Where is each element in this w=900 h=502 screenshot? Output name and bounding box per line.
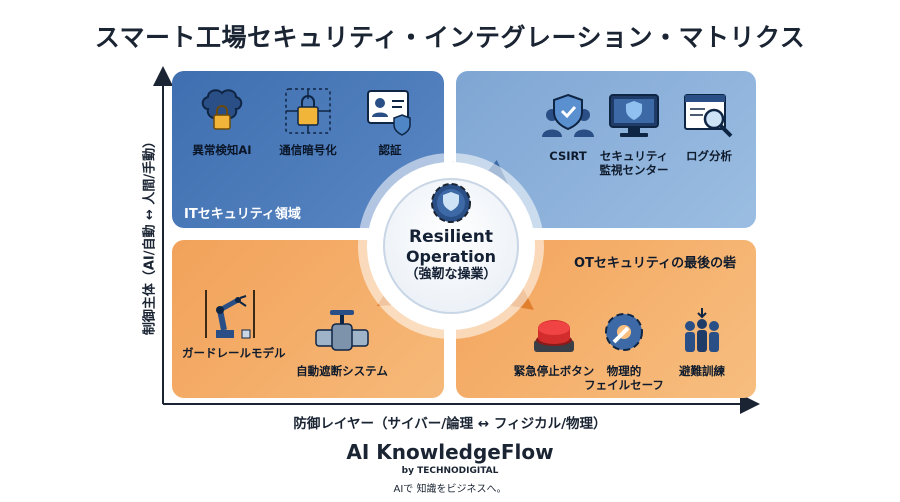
item-label: 緊急停止ボタン — [513, 364, 595, 378]
emergency-button-icon — [534, 320, 574, 352]
center-line1: Resilient — [409, 227, 493, 247]
valve-icon — [315, 310, 369, 351]
item-csirt: CSIRT — [520, 91, 616, 163]
x-axis-label: 防御レイヤー（サイバー/論理 ↔ フィジカル/物理） — [293, 416, 607, 432]
item-label: ガードレールモデル — [182, 346, 286, 360]
item-anomaly-ai: 異常検知AI — [174, 85, 270, 157]
quadrant-label: ITセキュリティ領域 — [184, 207, 301, 222]
item-soc: セキュリティ監視センター — [586, 91, 682, 177]
center-line3: （強靭な操業） — [405, 267, 497, 282]
monitor-shield-icon — [609, 94, 659, 137]
item-auto-shutoff: 自動遮断システム — [294, 306, 390, 378]
brand-name: AI KnowledgeFlow — [346, 440, 554, 464]
robot-arm-icon — [205, 290, 255, 339]
item-label: ログ分析 — [686, 149, 732, 163]
item-label: 自動遮断システム — [296, 364, 388, 378]
people-evacuation-icon — [685, 308, 719, 352]
item-label: CSIRT — [549, 149, 587, 163]
item-label: 避難訓練 — [679, 364, 725, 378]
id-card-shield-icon — [367, 90, 411, 136]
item-evacuation-drill: 避難訓練 — [654, 306, 750, 378]
center-label: Resilient Operation （強靭な操業） — [367, 228, 535, 283]
item-emergency-stop: 緊急停止ボタン — [506, 306, 602, 378]
item-authentication: 認証 — [342, 85, 438, 157]
page-title: スマート工場セキュリティ・インテグレーション・マトリクス — [94, 23, 806, 52]
brand-tagline: AIで 知識をビジネスへ。 — [393, 484, 507, 495]
item-label: 異常検知AI — [192, 143, 252, 157]
item-label: 物理的フェイルセーフ — [584, 364, 664, 392]
gear-wrench-icon — [605, 313, 643, 351]
log-magnifier-icon — [684, 94, 733, 138]
item-label: セキュリティ監視センター — [599, 149, 669, 177]
quadrant-monitoring: CSIRT セキュリティ監視センター ログ分析 — [456, 71, 756, 228]
team-shield-icon — [542, 93, 594, 137]
y-axis-label: 制御主体（AI/自動 ↔ 人間/手動） — [142, 134, 158, 336]
brand-by: by TECHNODIGITAL — [401, 466, 499, 476]
center-line2: Operation — [405, 247, 497, 266]
item-encryption: 通信暗号化 — [260, 85, 356, 157]
quadrant-label: OTセキュリティの最後の砦 — [574, 256, 737, 271]
item-physical-failsafe: 物理的フェイルセーフ — [576, 306, 672, 392]
ai-brain-lock-icon — [201, 89, 243, 130]
quadrant-it-security: 異常検知AI 通信暗号化 認証 ITセキュリティ領域 — [172, 71, 444, 228]
item-label: 認証 — [378, 143, 402, 157]
item-guardrail-model: ガードレールモデル — [182, 288, 286, 360]
item-log-analysis: ログ分析 — [661, 91, 756, 163]
item-label: 通信暗号化 — [279, 143, 337, 157]
network-lock-icon — [285, 88, 331, 134]
